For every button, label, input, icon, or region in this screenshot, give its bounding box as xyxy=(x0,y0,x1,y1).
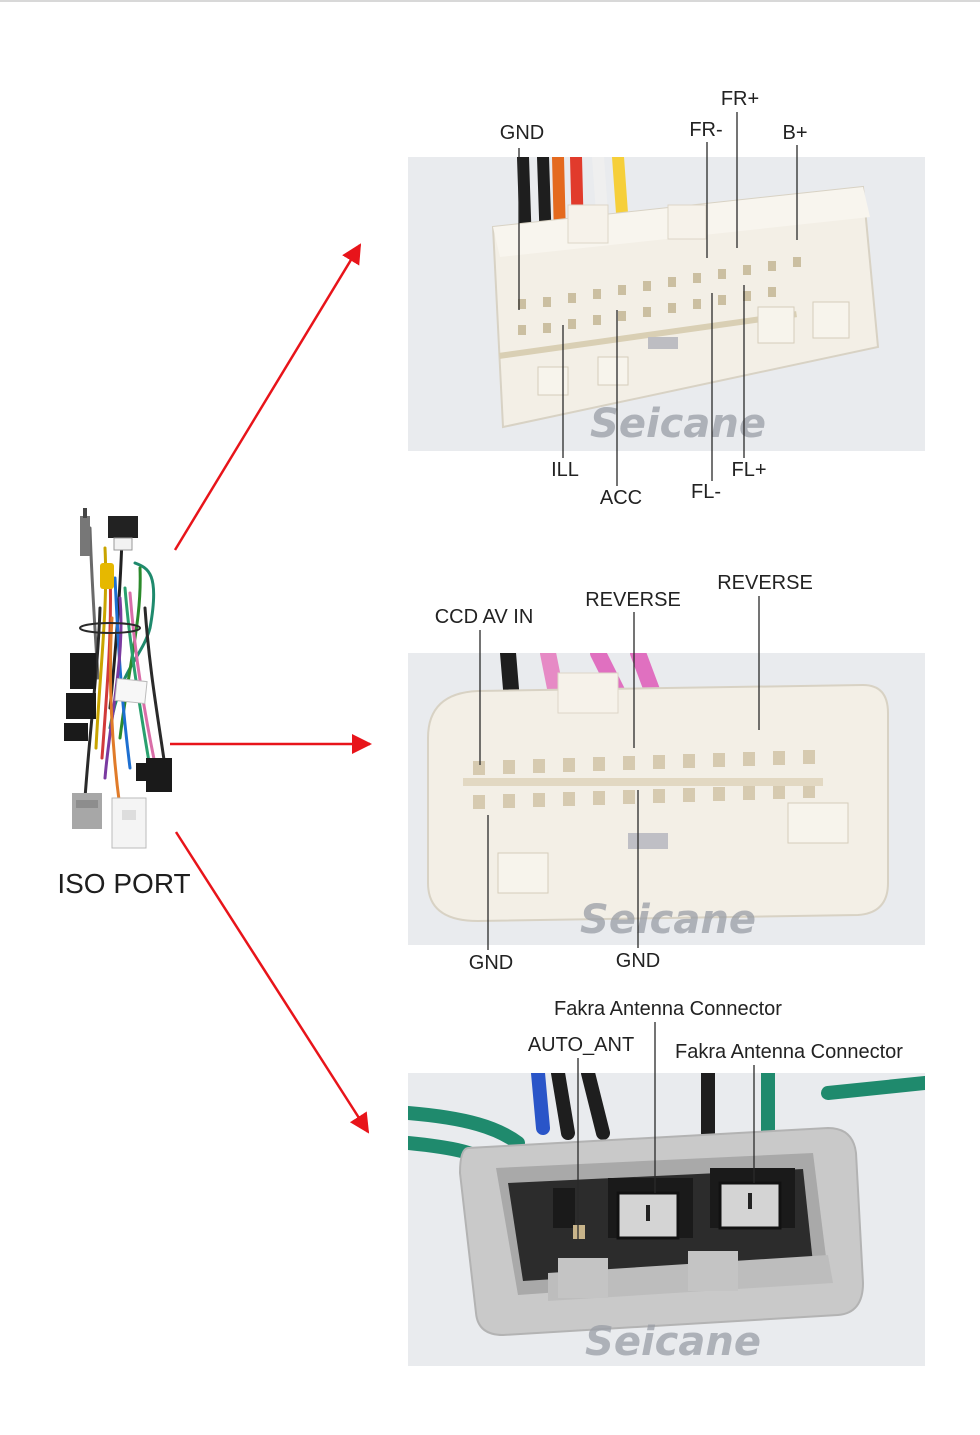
label-ill: ILL xyxy=(551,459,579,481)
watermark: Seicane xyxy=(585,1319,761,1365)
label-auto-ant: AUTO_ANT xyxy=(527,1034,635,1056)
label-fl-plus: FL+ xyxy=(731,459,767,481)
label-gnd-2b: GND xyxy=(615,950,661,972)
connector-1-photo: Seicane xyxy=(408,157,925,451)
connector-3-photo: Seicane xyxy=(408,1073,925,1366)
label-b-plus: B+ xyxy=(782,122,808,144)
connector-2-photo: Seicane xyxy=(408,653,925,945)
label-acc: ACC xyxy=(599,487,643,509)
watermark: Seicane xyxy=(590,401,766,447)
watermark: Seicane xyxy=(580,897,756,943)
wiring-harness-image xyxy=(50,508,200,863)
label-fr-minus: FR- xyxy=(689,119,723,141)
label-gnd-1: GND xyxy=(499,122,545,144)
arrow-to-connector-1 xyxy=(173,243,362,551)
iso-port-label: ISO PORT xyxy=(57,868,191,899)
top-divider xyxy=(0,0,980,2)
arrow-to-connector-3 xyxy=(174,831,370,1134)
label-reverse-2: REVERSE xyxy=(717,572,813,594)
label-fr-plus: FR+ xyxy=(720,88,760,110)
label-fakra-2: Fakra Antenna Connector xyxy=(675,1041,903,1063)
label-fakra-1: Fakra Antenna Connector xyxy=(554,998,782,1020)
label-gnd-2a: GND xyxy=(468,952,514,974)
label-fl-minus: FL- xyxy=(691,481,721,503)
label-ccd-av-in: CCD AV IN xyxy=(434,606,534,628)
label-reverse-1: REVERSE xyxy=(585,589,681,611)
